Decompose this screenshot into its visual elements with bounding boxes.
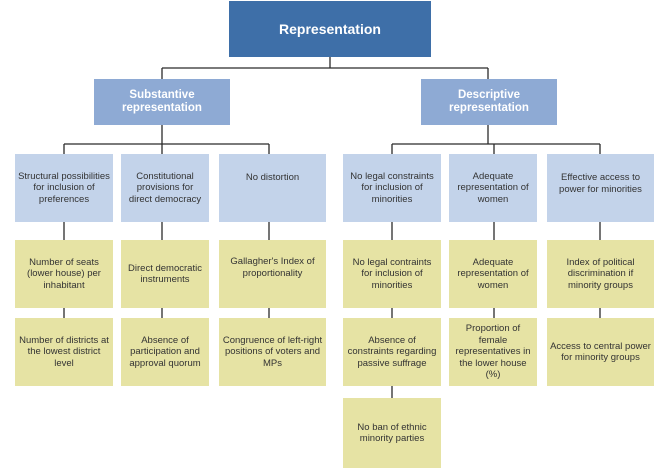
indicator-label: Direct democratic instruments [128,262,202,286]
indicator-node: Index of political discrimination if min… [547,240,654,308]
indicator-label: Absence of participation and approval qu… [129,334,201,369]
indicator-node: Access to central power for minority gro… [547,318,654,386]
indicator-label: Number of districts at the lowest distri… [19,334,109,369]
indicator-label: Access to central power for minority gro… [550,340,651,364]
indicator-node: Gallagher's Index of proportionality [219,240,326,308]
dimension-node: Adequate representation of women [449,154,537,222]
indicator-label: Congruence of left-right positions of vo… [222,334,323,369]
dimension-label: No legal constraints for inclusion of mi… [350,170,434,205]
indicator-node: No legal contraints for inclusion of min… [343,240,441,308]
indicator-node: Number of seats (lower house) per inhabi… [15,240,113,308]
indicator-label: Gallagher's Index of proportionality [230,256,315,279]
indicator-label: Number of seats (lower house) per inhabi… [27,256,101,291]
dimension-node: No distortion [219,154,326,222]
dimension-label: No distortion [245,172,300,183]
descriptive-node: Descriptive representation [421,79,557,125]
dimension-label: Structural possibilities for inclusion o… [18,170,110,205]
indicator-node: Adequate representation of women [449,240,537,308]
dimension-node: Constitutional provisions for direct dem… [121,154,209,222]
dimension-node: No legal constraints for inclusion of mi… [343,154,441,222]
indicator-node: Absence of constraints regarding passive… [343,318,441,386]
indicator-node: Congruence of left-right positions of vo… [219,318,326,386]
dimension-label: Effective access to power for minorities [559,172,642,195]
indicator-label: No legal contraints for inclusion of min… [352,256,432,291]
dimension-node: Structural possibilities for inclusion o… [15,154,113,222]
descriptive-label: Descriptive representation [449,89,529,114]
indicator-node: Number of districts at the lowest distri… [15,318,113,386]
indicator-label: Absence of constraints regarding passive… [347,334,437,369]
indicator-node: Direct democratic instruments [121,240,209,308]
indicator-node: Absence of participation and approval qu… [121,318,209,386]
substantive-label: Substantive representation [122,89,202,114]
indicator-node: No ban of ethnic minority parties [343,398,441,468]
indicator-label: No ban of ethnic minority parties [357,421,427,445]
dimension-label: Constitutional provisions for direct dem… [128,170,202,205]
indicator-label: Index of political discrimination if min… [566,256,635,291]
dimension-label: Adequate representation of women [457,170,529,205]
indicator-label: Adequate representation of women [457,256,529,291]
root-label: Representation [279,21,381,37]
root-node: Representation [229,1,431,57]
indicator-node: Proportion of female representatives in … [449,318,537,386]
indicator-label: Proportion of female representatives in … [455,323,531,381]
dimension-node: Effective access to power for minorities [547,154,654,222]
substantive-node: Substantive representation [94,79,230,125]
